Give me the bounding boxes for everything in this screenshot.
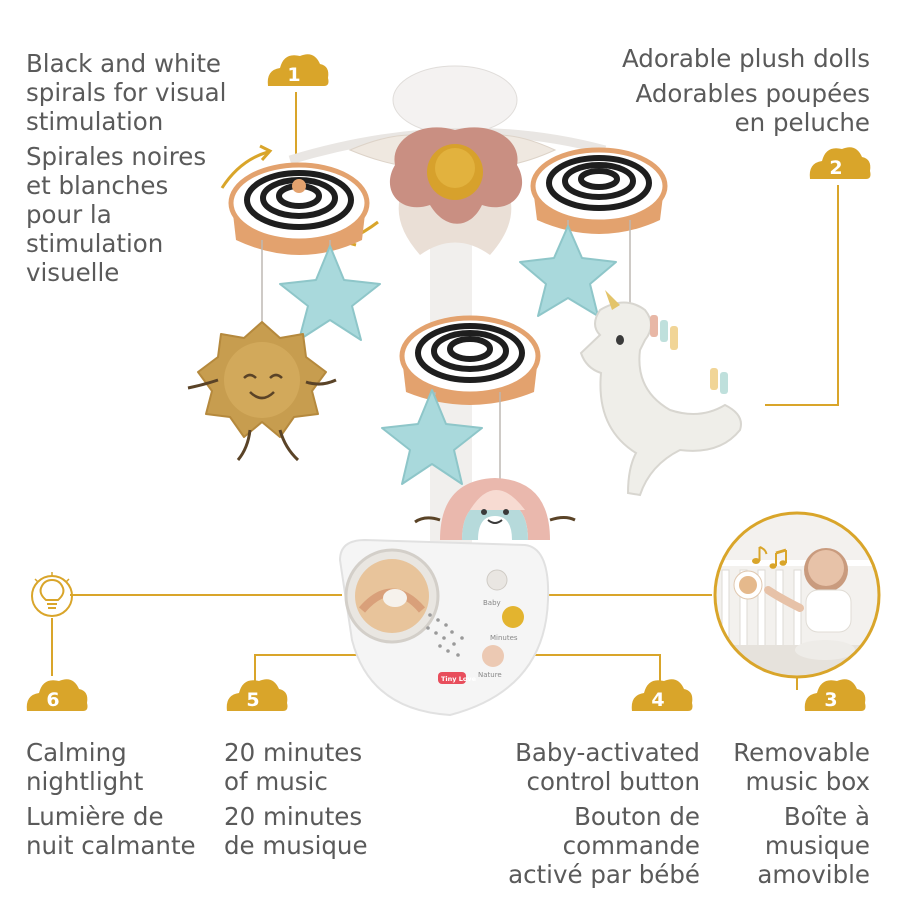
music-box-device: Baby Minutes Nature Tiny Love	[338, 538, 550, 717]
callout-3-en-line: music box	[745, 767, 870, 796]
callout-5-text: 20 minutes of music 20 minutes de musiqu…	[224, 738, 368, 860]
callout-4-fr-line: activé par bébé	[508, 860, 700, 889]
callout-4-fr-line: Bouton de	[574, 802, 700, 831]
lightbulb-icon	[31, 572, 73, 617]
unicorn-plush	[579, 290, 742, 497]
callout-5-fr-line: 20 minutes	[224, 802, 363, 831]
callout-3-fr-line: musique	[764, 831, 870, 860]
callout-3-en-line: Removable	[733, 738, 870, 767]
callout-2-en-line: Adorable plush dolls	[621, 44, 870, 73]
badge-number: 5	[246, 689, 259, 711]
music-box-photo	[713, 511, 881, 679]
callout-1-fr-line: Spirales noires	[26, 142, 207, 171]
badge-4: 4	[631, 679, 693, 711]
callout-1-en-line: stimulation	[26, 107, 164, 136]
callout-1-fr-line: visuelle	[26, 258, 120, 287]
callout-5-en-line: of music	[224, 767, 328, 796]
sun-plush	[187, 321, 337, 462]
callout-6-en-line: nightlight	[26, 767, 144, 796]
badge-6: 6	[26, 679, 88, 711]
callout-3-fr-line: amovible	[757, 860, 870, 889]
callout-3-fr-line: Boîte à	[783, 802, 870, 831]
callout-6-en-line: Calming	[26, 738, 127, 767]
callout-5-fr-line: de musique	[224, 831, 368, 860]
callout-1-fr-line: pour la	[26, 200, 112, 229]
callout-3-text: Removable music box Boîte à musique amov…	[733, 738, 870, 889]
callout-4-text: Baby-activated control button Bouton de …	[508, 738, 700, 889]
callout-4-en-line: control button	[526, 767, 700, 796]
badge-number: 1	[287, 64, 300, 86]
callout-6-fr-line: nuit calmante	[26, 831, 196, 860]
badge-2: 2	[809, 147, 871, 179]
badge-3: 3	[804, 679, 866, 711]
connector-lines	[51, 92, 839, 690]
callout-2-text: Adorable plush dolls Adorables poupées e…	[622, 44, 870, 137]
badge-1: 1	[267, 54, 329, 86]
star-plush-left	[279, 245, 381, 341]
callout-5-en-line: 20 minutes	[224, 738, 363, 767]
device-label-baby: Baby	[483, 599, 501, 607]
callout-6-text: Calming nightlight Lumière de nuit calma…	[26, 738, 196, 860]
spiral-disc-right	[530, 147, 668, 234]
brand-logo: Tiny Love	[441, 675, 477, 683]
device-label-nature: Nature	[478, 671, 502, 679]
callout-2-fr-line: en peluche	[734, 108, 870, 137]
spiral-disc-center	[399, 315, 541, 405]
mobile-flower	[389, 127, 523, 224]
callout-1-en-line: Black and white	[26, 49, 222, 78]
badge-number: 2	[829, 157, 842, 179]
badge-5: 5	[226, 679, 288, 711]
callout-2-fr-line: Adorables poupées	[635, 79, 870, 108]
spiral-disc-left	[228, 162, 370, 255]
callout-1-en-line: spirals for visual	[26, 78, 227, 107]
callout-1-fr-line: et blanches	[26, 171, 169, 200]
callout-4-fr-line: commande	[562, 831, 700, 860]
star-plush-center	[381, 389, 483, 485]
badge-number: 3	[824, 689, 837, 711]
callout-1-text: Black and white spirals for visual stimu…	[26, 49, 226, 287]
device-label-minutes: Minutes	[490, 634, 518, 642]
callout-1-fr-line: stimulation	[26, 229, 164, 258]
callout-4-en-line: Baby-activated	[515, 738, 700, 767]
badge-number: 4	[651, 689, 664, 711]
star-plush-right	[519, 225, 617, 317]
badge-number: 6	[46, 689, 59, 711]
music-note-icon	[752, 546, 787, 569]
callout-6-fr-line: Lumière de	[26, 802, 164, 831]
